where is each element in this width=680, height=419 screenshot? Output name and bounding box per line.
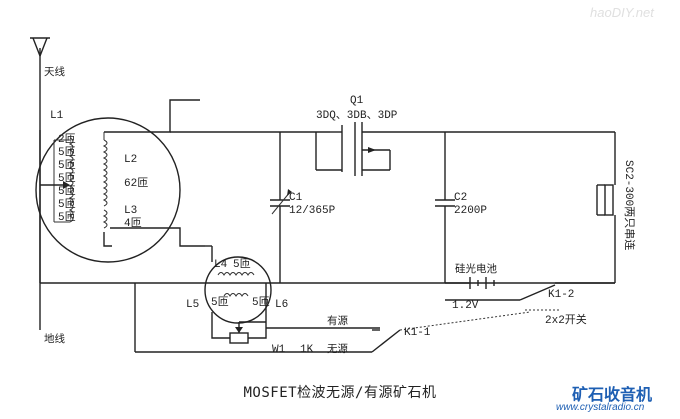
w1-value: 1K — [300, 344, 314, 356]
tap-label-4: 5匝 — [58, 172, 76, 185]
c1-label: C1 — [289, 192, 303, 204]
antenna-symbol — [30, 37, 50, 130]
capacitor-c2 — [435, 132, 455, 283]
brand-logo: 矿石收音机 — [572, 385, 653, 404]
diagram-title: MOSFET检波无源/有源矿石机 — [243, 385, 437, 401]
watermark-suffix-text: .net — [632, 5, 654, 20]
tap-label-2: 5匝 — [58, 146, 76, 159]
switch-k1-1 — [371, 311, 531, 353]
l6-label: L6 — [275, 299, 288, 311]
coil-l1 — [53, 137, 74, 223]
k1-2-label: K1-2 — [548, 289, 574, 301]
wire-l3-a — [110, 227, 205, 247]
battery-symbol — [445, 277, 495, 289]
switch-label: 2x2开关 — [545, 312, 587, 327]
site-watermark: haoDIY.net — [590, 2, 654, 22]
k1-1-label: K1-1 — [404, 327, 431, 339]
l3-turns: 4匝 — [124, 217, 142, 230]
passive-label: 无源 — [327, 342, 348, 355]
potentiometer-w1 — [211, 312, 267, 344]
l4-label: L4 — [214, 259, 228, 271]
wire-l2-top — [104, 99, 200, 133]
tap-label-6: 5匝 — [58, 198, 76, 211]
l6-turns: 5匝 — [252, 296, 270, 309]
coil-l4 — [217, 272, 255, 276]
coil-l5-l6 — [223, 293, 249, 297]
earphone-symbol — [596, 132, 616, 283]
watermark-site-text: haoDIY — [590, 5, 633, 20]
l2-label: L2 — [124, 154, 137, 166]
c2-value: 2200P — [454, 205, 487, 217]
l5-label: L5 — [186, 299, 199, 311]
coil-l3 — [102, 209, 108, 229]
tap-label-1: 2匝 — [58, 133, 76, 146]
q1-types: 3DQ、3DB、3DP — [316, 110, 398, 122]
brand-url: www.crystalradio.cn — [556, 402, 645, 413]
c2-label: C2 — [454, 192, 467, 204]
l5-turns: 5匝 — [211, 296, 229, 309]
wire-l3-b — [103, 232, 112, 247]
coil-former-circle — [35, 117, 181, 263]
capacitor-c1 — [270, 132, 292, 283]
tap-label-5: 5匝 — [58, 185, 76, 198]
c1-value: 12/365P — [289, 205, 336, 217]
mosfet-q1 — [315, 122, 400, 176]
tap-label-7: 5匝 — [58, 211, 76, 224]
ground-label: 地线 — [44, 332, 65, 345]
l1-label: L1 — [50, 110, 64, 122]
small-coil-circle — [204, 256, 272, 324]
battery-label: 硅光电池 — [455, 262, 497, 275]
antenna-label: 天线 — [44, 65, 65, 78]
q1-label: Q1 — [350, 95, 364, 107]
l2-turns: 62匝 — [124, 177, 148, 190]
voltage-label: 1.2V — [452, 300, 479, 312]
switch-k1-2 — [445, 282, 615, 311]
l3-label: L3 — [124, 205, 137, 217]
l4-turns: 5匝 — [233, 258, 251, 271]
w1-label: W1 — [272, 344, 286, 356]
coil-l2 — [102, 139, 108, 207]
tap-selector-arrow-icon — [63, 181, 70, 189]
earphone-label: SC2-300两只串连 — [622, 160, 636, 250]
active-label: 有源 — [327, 314, 348, 327]
tap-label-3: 5匝 — [58, 159, 76, 172]
